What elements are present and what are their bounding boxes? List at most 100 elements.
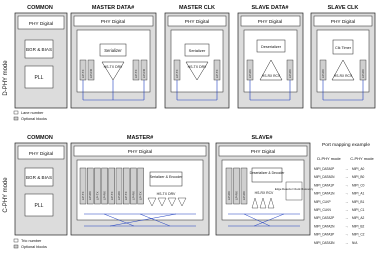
dphy-bgr-bias: BGR & BIAS (26, 47, 52, 52)
port-mapping-dphy-cell: MIPI_DATA0P (314, 167, 334, 171)
cphy-header-common: COMMON (27, 135, 53, 141)
port-mapping-dphy-cell: MIPI_DATA3N (314, 241, 335, 245)
dphy-sc-hs-rx-rcv: HS-RX RCV (334, 74, 353, 78)
cphy-master-lp-label: LP-RX (131, 191, 135, 200)
cphy-master-lp-label: LP-TX (95, 191, 99, 200)
port-mapping-arrow: → (345, 216, 348, 220)
port-mapping-col-cphy: C-PHY mode (350, 156, 374, 161)
port-mapping-cphy-cell: N/A (352, 241, 358, 245)
dphy-legend-lane: Lane number (21, 111, 44, 115)
dphy-mode-label: D-PHY mode (3, 60, 9, 96)
dphy-master-data-block: PHY Digital LP-TX LP-CD Serializer HS-TX… (70, 12, 157, 109)
cphy-pll: PLL (35, 203, 44, 209)
cphy-legend: Trio number Optional blocks (13, 238, 47, 249)
dphy-header-common: COMMON (27, 5, 53, 11)
cphy-deser-decoder: Deserializer & Decoder (250, 171, 286, 175)
dphy-md-serializer: Serializer (104, 48, 122, 53)
cphy-master-lp-block (115, 167, 123, 205)
cphy-ser-encoder: Serializer & Encoder (150, 175, 184, 179)
cphy-slave-lp-block (240, 167, 248, 205)
cphy-hs-tx-drv: HS-TX DRV (157, 192, 176, 196)
dphy-slave-clk-phy-digital: PHY Digital (331, 19, 355, 25)
dphy-master-clk-block: PHY Digital LP-TX Serializer HS-TX DRV L… (164, 12, 230, 109)
dphy-sd-lp-rx-a: LP-RX (248, 69, 252, 78)
dphy-slave-clk-block: PHY Digital LP-RX Clk Timer HS-RX RCV LP… (310, 12, 376, 109)
cphy-legend-optional: Optional blocks (21, 245, 47, 249)
port-mapping-cphy-cell: MIPI_B1 (352, 200, 364, 204)
cphy-master-lp-label: LP-TX (139, 191, 143, 200)
cphy-master-lp-label: LP-TX (124, 191, 128, 200)
cphy-master-lp-block (79, 167, 87, 205)
cphy-master-lp-block (101, 167, 108, 205)
dphy-pll: PLL (35, 75, 44, 81)
port-mapping-arrow: → (345, 167, 348, 171)
dphy-sd-deserializer: Deserializer (261, 45, 282, 49)
cphy-edge-detector: Edge Detector Clock Recovery (275, 187, 314, 191)
dphy-legend: Lane number Optional blocks (13, 110, 47, 121)
cphy-slave-lp-label: LP-RX (242, 191, 246, 200)
cphy-master-lp-block (108, 167, 116, 205)
port-mapping-cphy-cell: MIPI_A0 (352, 167, 364, 171)
port-mapping-cphy-cell: MIPI_C1 (352, 208, 365, 212)
cphy-master-lp-label: LP-RX (117, 191, 121, 200)
port-mapping-arrow: → (345, 208, 348, 212)
port-mapping-dphy-cell: MIPI_DATA2N (314, 224, 335, 228)
port-mapping-dphy-cell: MIPI_DATA1N (314, 192, 335, 196)
cphy-hs-rx-rcv: HS-RX RCV (255, 191, 274, 195)
dphy-mc-lp-tx-a: LP-TX (175, 69, 179, 78)
port-mapping-arrow: → (345, 200, 348, 204)
port-mapping-dphy-cell: MIPI_DATA2P (314, 216, 334, 220)
dphy-md-hs-tx-drv: HS-TX DRV (104, 65, 123, 69)
dphy-sc-lp-rx-a: LP-RX (321, 69, 325, 78)
port-mapping-cphy-cell: MIPI_A2 (352, 216, 364, 220)
dphy-md-lp-cd-a: LP-CD (89, 68, 93, 78)
cphy-common-block: PHY Digital BGR & BIAS PLL (14, 142, 68, 236)
port-mapping-arrow: → (345, 241, 348, 245)
cphy-common-phy-digital: PHY Digital (29, 151, 53, 157)
dphy-legend-optional: Optional blocks (21, 117, 47, 121)
cphy-master-lp-label: LP-RX (88, 191, 92, 200)
cphy-master-lp-block (94, 167, 101, 205)
cphy-legend-trio: Trio number (21, 239, 42, 243)
dphy-master-data-phy-digital: PHY Digital (101, 19, 125, 25)
dphy-sc-lp-rx-b: LP-RX (361, 69, 365, 78)
cphy-master-lp-block (122, 167, 130, 205)
dphy-mc-lp-tx-b: LP-TX (215, 69, 219, 78)
cphy-slave-lp-block (225, 167, 233, 205)
cphy-master-lp-label: LP-TX (81, 191, 85, 200)
dphy-mc-hs-tx-drv: HS-TX DRV (188, 65, 207, 69)
dphy-header-slave-data: SLAVE DATA# (252, 5, 289, 11)
port-mapping-dphy-cell: MIPI_DATA1P (314, 183, 334, 187)
cphy-header-slave: SLAVE# (252, 135, 273, 141)
port-mapping-arrow: → (345, 183, 348, 187)
dphy-sd-hs-rx-rcv: HS-RX RCV (262, 74, 281, 78)
port-mapping-table: Port mapping example D-PHY mode C-PHY mo… (314, 142, 375, 245)
port-mapping-dphy-cell: MIPI_CLKP (314, 200, 331, 204)
dphy-mc-serializer: Serializer (189, 48, 206, 53)
dphy-common-phy-digital: PHY Digital (29, 21, 53, 27)
dphy-slave-data-block: PHY Digital LP-RX Deserializer HS-RX RCV… (237, 12, 304, 109)
dphy-sc-clk-timer: Clk Timer (335, 46, 352, 50)
dphy-sd-lp-rx-b: LP-RX (288, 69, 292, 78)
cphy-master-lp-label: LP-TX (110, 191, 114, 200)
dphy-master-clk-phy-digital: PHY Digital (185, 19, 209, 25)
cphy-header-master: MASTER# (127, 135, 153, 141)
port-mapping-cphy-cell: MIPI_C0 (352, 183, 365, 187)
port-mapping-dphy-cell: MIPI_CLKN (314, 208, 332, 212)
cphy-master-lp-block (130, 167, 137, 205)
port-mapping-dphy-cell: MIPI_DATA0N (314, 175, 335, 179)
cphy-master-lp-block (137, 167, 144, 205)
cphy-slave-phy-digital: PHY Digital (251, 149, 275, 155)
cphy-slave-lp-block (233, 167, 240, 205)
port-mapping-cphy-cell: MIPI_C2 (352, 233, 365, 237)
port-mapping-col-dphy: D-PHY mode (317, 156, 341, 161)
dphy-common-block: PHY Digital BGR & BIAS PLL (14, 12, 68, 109)
cphy-mode-label: C-PHY mode (3, 177, 9, 213)
cphy-master-lp-block (86, 167, 94, 205)
dphy-slave-data-phy-digital: PHY Digital (258, 19, 282, 25)
port-mapping-cphy-cell: MIPI_B0 (352, 175, 364, 179)
